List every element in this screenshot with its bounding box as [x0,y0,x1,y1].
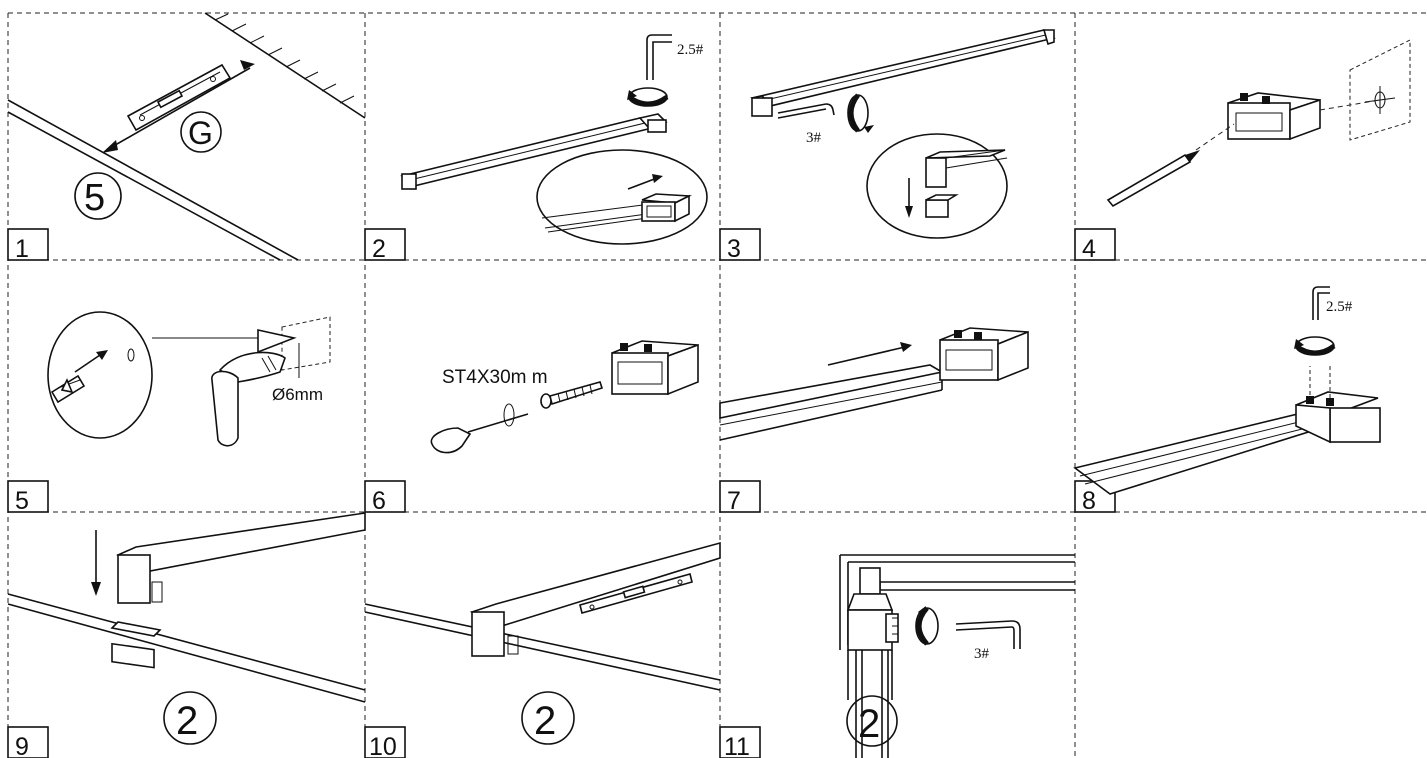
label-2-circle [846,695,898,747]
step-label-box-1: 1 [7,228,49,263]
rotate-arrow-icon [627,87,669,107]
step-label-box-2: 2 [364,228,406,263]
panel-8-illustration: 2.5# [1073,286,1381,495]
label-2: 2 [176,699,198,743]
step-label-box-8: 8 [1074,480,1116,515]
detail-zoom-ellipse [866,133,1008,239]
pencil-icon [1106,150,1200,208]
panel-9-illustration: 2 [7,512,366,745]
panel-4-illustration [1106,39,1411,208]
rotate-arrow-icon [1294,336,1336,356]
label-5-circle [74,172,122,220]
step-number-7: 7 [727,487,741,515]
key-size-label: 2.5# [1326,299,1353,315]
step-number-2: 2 [372,235,386,263]
allen-key-icon [777,103,835,119]
allen-key-icon [646,34,672,80]
step-label-box-9: 9 [7,726,49,758]
step-number-1: 1 [15,235,29,263]
label-2-circle [163,691,217,745]
step-number-9: 9 [15,733,29,758]
step-number-10: 10 [369,733,397,758]
allen-key-icon [1312,286,1330,320]
panel-7-illustration [719,327,1029,441]
step-label-box-3: 3 [719,228,761,263]
rotate-arrow-icon [847,93,874,133]
cap-icon [110,621,162,669]
step-number-5: 5 [15,487,29,515]
step-label-box-5: 5 [7,480,49,515]
label-g: G [188,115,213,151]
drill-size-label: Ø6mm [272,385,323,404]
label-5: 5 [84,177,105,219]
detail-zoom-ellipse [536,149,708,245]
step-number-11: 11 [724,733,750,758]
step-label-box-11: 11 [719,726,761,758]
screwdriver-icon [430,403,529,454]
step-label-box-10: 10 [364,726,406,758]
bracket-icon [1227,92,1321,141]
screw-spec-label: ST4X30m m [442,367,548,388]
panel-11-illustration: 3# 2 [839,554,1075,758]
panel-1-illustration: G 5 [7,12,366,261]
label-g-circle [180,111,222,153]
panel-2-illustration: 2.5# [400,34,708,245]
key-size-label: 3# [806,130,822,146]
step-number-6: 6 [372,487,386,515]
spirit-level-icon [126,63,232,132]
panel-5-illustration: Ø6mm [47,311,331,447]
bracket-icon [939,327,1029,382]
bracket-detail-icon [641,193,693,223]
label-2: 2 [858,702,880,746]
allen-key-icon [955,620,1021,649]
bracket-icon [1295,391,1381,444]
step-label-box-4: 4 [1074,228,1116,263]
label-2: 2 [534,699,556,743]
clamp-icon [846,567,899,651]
wall-hatching [214,13,355,104]
label-2-circle [521,691,575,745]
step-number-8: 8 [1082,487,1096,515]
key-size-label: 3# [974,646,990,662]
step-number-3: 3 [727,235,741,263]
panel-3-illustration: 3# [750,29,1056,239]
key-size-label: 2.5# [677,42,704,58]
spirit-level-icon [579,573,693,614]
cap-detail-icon [925,149,1008,218]
panel-6-illustration: ST4X30m m [430,340,699,454]
panel-grid [7,12,1427,758]
bracket-icon [611,340,699,396]
wall-plug-icon [50,374,86,404]
drill-icon [211,329,297,447]
detail-zoom-ellipse [47,311,153,439]
step-label-box-6: 6 [364,480,406,515]
rotate-arrow-icon [915,606,939,646]
screw-icon [540,381,604,409]
step-number-4: 4 [1082,235,1096,263]
panel-10-illustration: 2 [364,541,721,745]
measure-arrow-icon [102,60,255,153]
step-label-box-7: 7 [719,480,761,515]
